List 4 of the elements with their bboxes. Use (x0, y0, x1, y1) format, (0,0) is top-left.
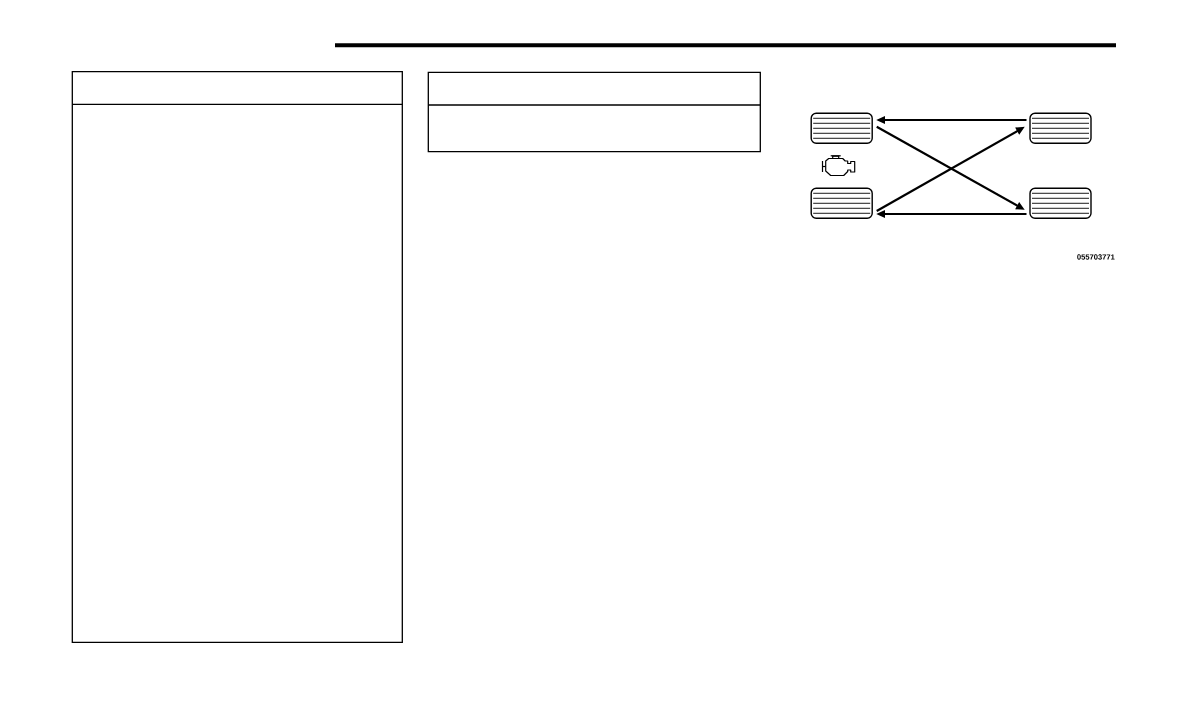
tire (810, 187, 873, 219)
tire (1029, 187, 1092, 219)
tire (810, 112, 873, 144)
tire (1029, 112, 1092, 144)
